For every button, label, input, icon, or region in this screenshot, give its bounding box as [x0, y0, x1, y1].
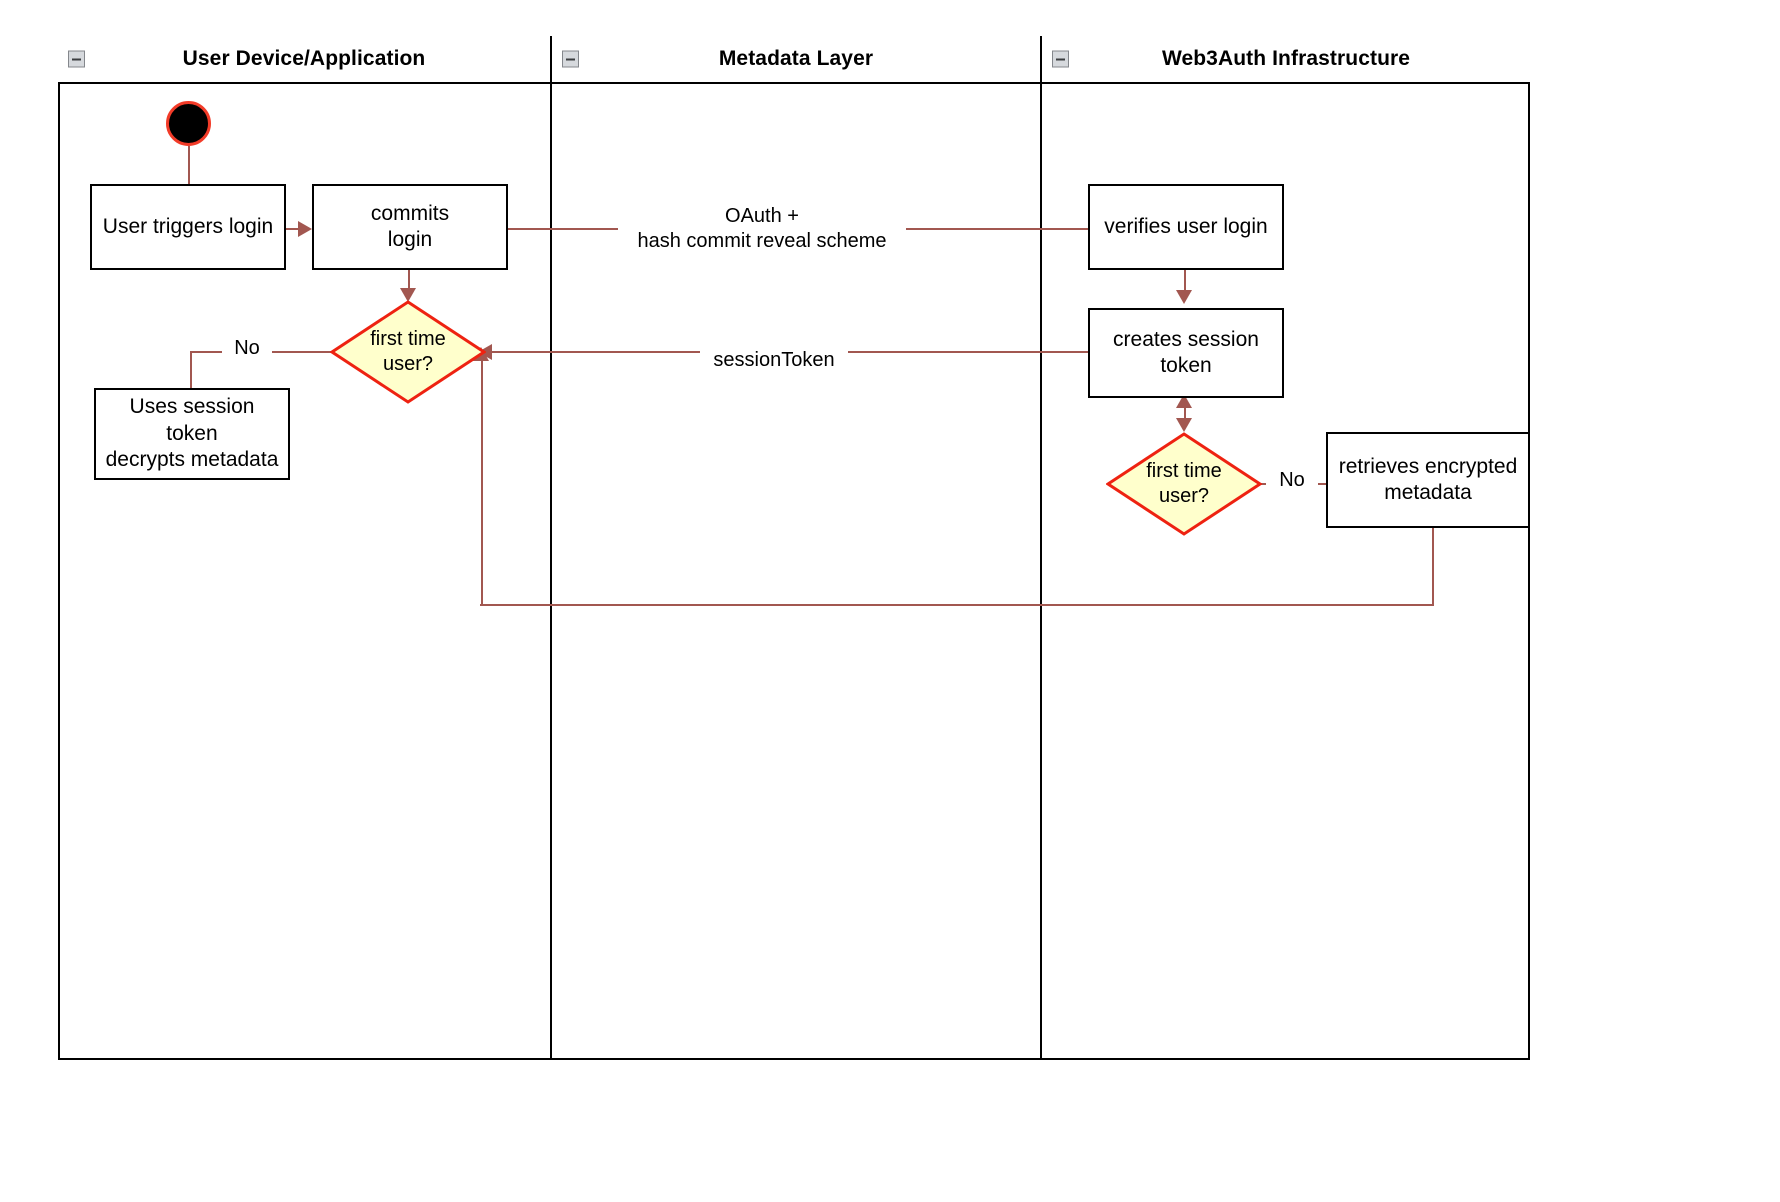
swimlane-header-metadata-layer: Metadata Layer — [552, 36, 1040, 84]
edge-commits-to-decision-left — [408, 270, 410, 290]
arrowhead-user-triggers-to-commits — [298, 221, 312, 237]
action-verifies-user-login[interactable]: verifies user login — [1088, 184, 1284, 270]
arrowhead-commits-to-decision-left — [400, 288, 416, 302]
action-uses-session-token[interactable]: Uses session token decrypts metadata — [94, 388, 290, 480]
edge-session-token-right — [836, 351, 1088, 353]
swimlane-title-web3auth: Web3Auth Infrastructure — [1161, 47, 1411, 70]
edge-label-no-left: No — [222, 336, 272, 361]
swimlane-title-user-device: User Device/Application — [182, 47, 426, 70]
edge-creates-to-decision-right — [1184, 398, 1186, 428]
edge-retrieves-back-vertical — [481, 360, 483, 605]
collapse-minus-icon[interactable] — [562, 50, 579, 68]
edge-label-oauth-line1: OAuth + — [725, 205, 799, 227]
swimlane-title-metadata-layer: Metadata Layer — [718, 47, 874, 70]
edge-commits-to-verifies-left — [507, 228, 638, 230]
arrowhead-creates-to-decision-right — [1176, 418, 1192, 432]
action-creates-session-token-text: creates session token — [1113, 327, 1259, 377]
edge-retrieves-down — [1432, 528, 1434, 605]
action-retrieves-encrypted-metadata[interactable]: retrieves encrypted metadata — [1326, 432, 1530, 528]
edge-label-oauth-line2: hash commit reveal scheme — [637, 230, 887, 252]
initial-node — [166, 101, 211, 146]
edge-decision-left-no-horizontal-2 — [258, 351, 350, 353]
edge-decision-left-no-vertical — [190, 351, 192, 390]
action-creates-session-token[interactable]: creates session token — [1088, 308, 1284, 398]
swimlane-user-device: User Device/Application — [58, 36, 550, 1060]
edge-label-session-token: sessionToken — [700, 348, 848, 373]
decision-first-time-user-left[interactable]: first time user? — [330, 300, 486, 404]
edge-verifies-to-creates — [1184, 270, 1186, 292]
arrowhead-verifies-to-creates — [1176, 290, 1192, 304]
decision-diamond-shape — [330, 300, 486, 404]
edge-decision-left-no-horizontal — [190, 351, 228, 353]
collapse-minus-icon[interactable] — [68, 50, 85, 68]
action-uses-session-token-text: Uses session token decrypts metadata — [105, 395, 279, 472]
collapse-minus-icon[interactable] — [1052, 50, 1069, 68]
action-user-triggers-login[interactable]: User triggers login — [90, 184, 286, 270]
decision-first-time-user-right[interactable]: first time user? — [1106, 432, 1262, 536]
action-commits-login-text: commits login — [370, 201, 450, 251]
swimlane-header-user-device: User Device/Application — [58, 36, 550, 84]
action-retrieves-encrypted-metadata-text: retrieves encrypted metadata — [1338, 454, 1518, 504]
swimlane-header-web3auth: Web3Auth Infrastructure — [1042, 36, 1530, 84]
swimlane-metadata-layer: Metadata Layer — [550, 36, 1040, 1060]
edge-user-triggers-to-commits — [284, 228, 300, 230]
edge-session-token-left — [492, 351, 704, 353]
swimlane-web3auth: Web3Auth Infrastructure — [1040, 36, 1530, 1060]
edge-commits-to-verifies-right — [878, 228, 1088, 230]
edge-label-oauth: OAuth + hash commit reveal scheme — [618, 204, 906, 254]
edge-retrieves-back-horizontal — [480, 604, 1434, 606]
action-commits-login[interactable]: commits login — [312, 184, 508, 270]
edge-start-to-user-triggers-login — [188, 146, 190, 188]
edge-label-no-right: No — [1266, 468, 1318, 493]
decision-diamond-shape — [1106, 432, 1262, 536]
